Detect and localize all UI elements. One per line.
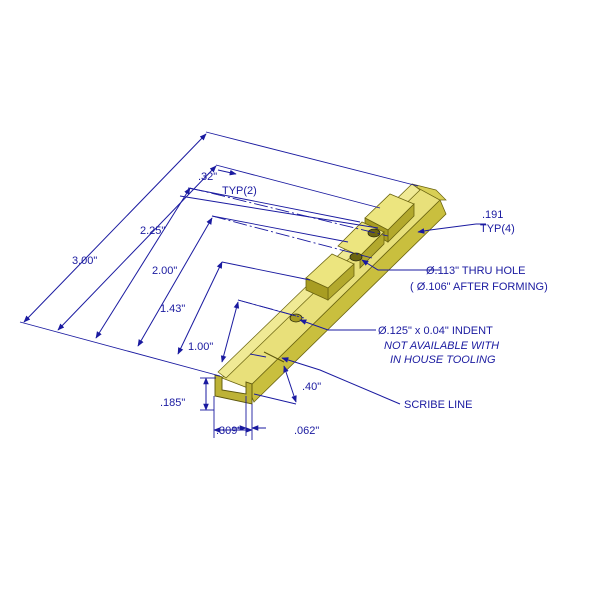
part-front-profile — [214, 374, 253, 405]
dim-309: .309" — [216, 425, 241, 437]
part-far-end — [411, 183, 447, 201]
dim-1-00: 1.00" — [188, 341, 213, 353]
callout-not-available: NOT AVAILABLE WITH — [384, 340, 499, 352]
dim-typ2: TYP(2) — [222, 185, 257, 197]
dim-3-00: 3.00" — [72, 255, 97, 267]
callout-after-forming: ( Ø.106" AFTER FORMING) — [410, 281, 548, 293]
tab-low-front — [305, 277, 329, 301]
dim-32: .32" — [198, 171, 217, 183]
dim-40: .40" — [302, 381, 321, 393]
thru-hole-lower — [349, 252, 363, 262]
callout-in-house: IN HOUSE TOOLING — [390, 354, 496, 366]
dim-191: .191 — [482, 209, 503, 221]
brass-channel-part — [214, 183, 447, 405]
dim-062: .062" — [294, 425, 319, 437]
indent-mark — [289, 313, 303, 323]
part-side-face — [247, 199, 447, 403]
dim-1-43: 1.43" — [160, 303, 185, 315]
callout-labels: Ø.113" THRU HOLE ( Ø.106" AFTER FORMING)… — [378, 265, 548, 411]
tab-mid-side — [359, 231, 385, 269]
callout-scribe-line: SCRIBE LINE — [404, 399, 472, 411]
dimension-lines — [23, 133, 486, 440]
callout-indent: Ø.125" x 0.04" INDENT — [378, 325, 493, 337]
callout-thru-hole: Ø.113" THRU HOLE — [426, 265, 525, 277]
center-lines — [189, 187, 389, 319]
dim-typ4: TYP(4) — [480, 223, 515, 235]
dim-2-00: 2.00" — [152, 265, 177, 277]
dim-2-25: 2.25" — [140, 225, 165, 237]
dimension-labels: 3.00" 2.25" 2.00" 1.43" 1.00" .32" TYP(2… — [72, 171, 515, 437]
dim-185: .185" — [160, 397, 185, 409]
extension-lines — [19, 131, 419, 377]
scribe-line-mark — [263, 351, 285, 363]
